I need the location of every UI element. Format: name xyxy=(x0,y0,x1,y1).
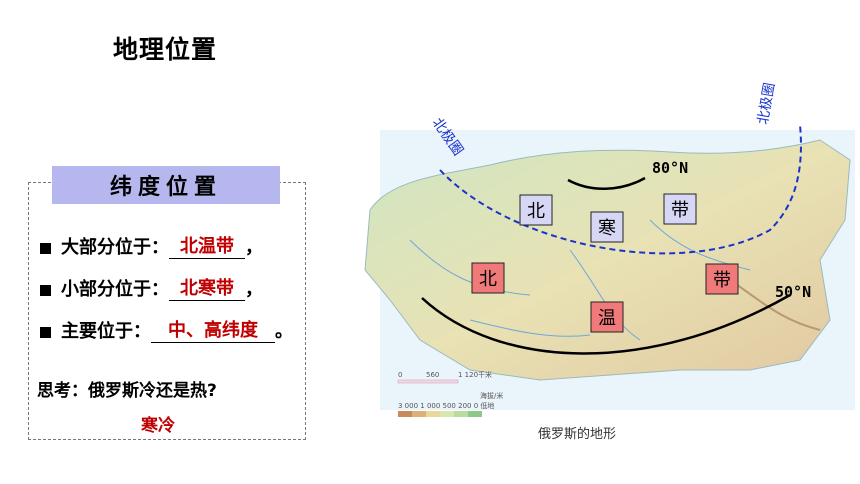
row-partly: 小部分位于： 北寒带 ， xyxy=(40,274,263,301)
cold-zone-box xyxy=(590,211,624,243)
mountain-ridge xyxy=(729,279,821,331)
temperate-zone-char: 北 xyxy=(479,269,497,290)
think-question: 思考：俄罗斯冷还是热? xyxy=(37,381,217,401)
arctic-circle-line xyxy=(439,124,802,255)
scale-zero: 0 xyxy=(398,371,402,379)
row-label: 大部分位于： xyxy=(61,237,169,258)
row-label: 主要位于： xyxy=(61,321,151,342)
elevation-legend: 海拔/米 3 000 1 000 500 200 0 低地 xyxy=(398,391,503,417)
lat-80-line xyxy=(567,176,646,190)
latitude-panel xyxy=(28,182,306,440)
legend-title: 海拔/米 xyxy=(480,391,503,400)
legend-swatch xyxy=(454,411,468,417)
map-caption: 俄罗斯的地形 xyxy=(538,427,617,442)
row-answer: 北温带 xyxy=(169,232,245,259)
legend-swatch xyxy=(412,411,426,417)
lat-80-label: 80°N xyxy=(652,159,688,177)
legend-values: 3 000 1 000 500 200 0 低地 xyxy=(398,401,494,410)
cold-zone-char: 带 xyxy=(671,200,689,221)
scale-label: 1 120千米 xyxy=(458,370,492,379)
legend-swatch xyxy=(426,411,440,417)
russia-terrain-map: 北极圈 北极圈 80°N 50°N 北 寒 带 北 温 带 0 560 1 12… xyxy=(364,82,855,417)
row-answer: 北寒带 xyxy=(169,274,245,301)
bullet-square-icon xyxy=(40,285,51,296)
scale-bar: 0 560 1 120千米 xyxy=(397,370,492,384)
scale-line xyxy=(397,379,459,384)
legend-swatch xyxy=(398,411,412,417)
land-area xyxy=(364,139,851,381)
think-answer: 寒冷 xyxy=(141,416,175,436)
temperate-zone-char: 温 xyxy=(598,308,616,329)
lat-50-label: 50°N xyxy=(775,283,811,301)
cold-zone-box xyxy=(663,193,697,225)
bullet-square-icon xyxy=(40,327,51,338)
row-tail: 。 xyxy=(275,321,293,342)
bullet-square-icon xyxy=(40,243,51,254)
temperate-zone-box xyxy=(471,262,505,294)
temperate-zone-box xyxy=(705,263,739,295)
panel-header: 纬度位置 xyxy=(52,166,280,204)
row-tail: ， xyxy=(245,279,263,300)
temperate-zone-box xyxy=(590,301,624,333)
row-mostly: 大部分位于： 北温带 ， xyxy=(40,232,263,259)
arctic-circle-right-label: 北极圈 xyxy=(755,82,778,126)
row-label: 小部分位于： xyxy=(61,279,169,300)
lat-50-line xyxy=(421,293,791,355)
row-tail: ， xyxy=(245,237,263,258)
row-main: 主要位于： 中、高纬度 。 xyxy=(40,316,293,343)
cold-zone-char: 寒 xyxy=(598,218,616,239)
scale-mid: 560 xyxy=(426,371,439,379)
legend-swatch xyxy=(440,411,454,417)
legend-swatch xyxy=(468,411,482,417)
page-title: 地理位置 xyxy=(113,35,218,64)
temperate-zone-char: 带 xyxy=(713,270,731,291)
row-answer: 中、高纬度 xyxy=(151,316,275,343)
cold-zone-char: 北 xyxy=(527,201,545,222)
cold-zone-box xyxy=(519,194,553,226)
